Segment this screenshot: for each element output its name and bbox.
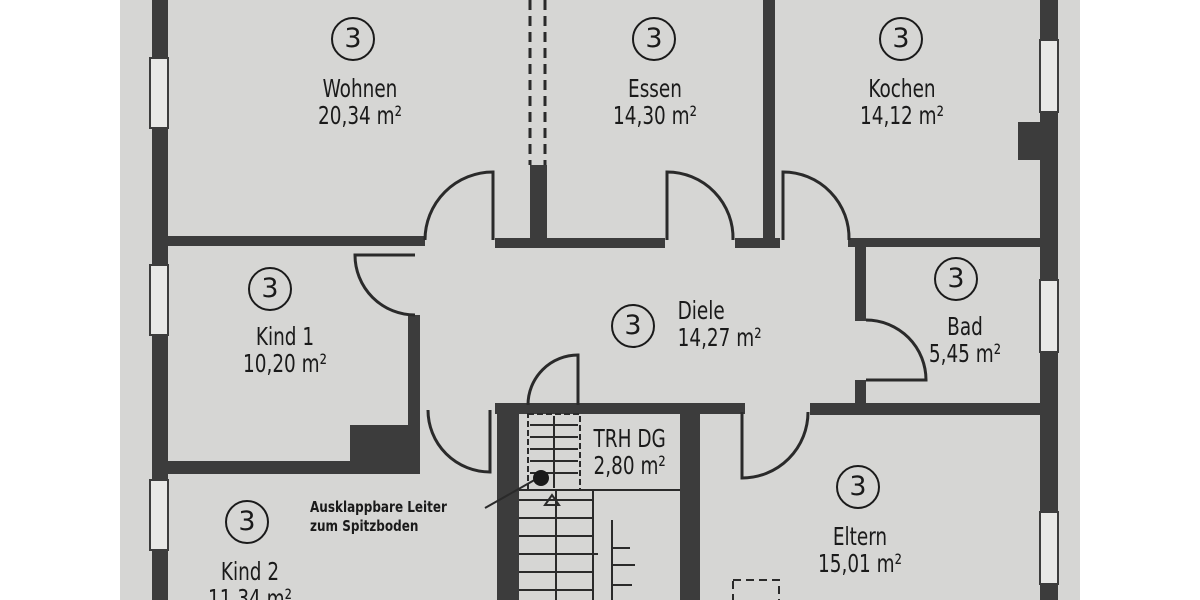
windows [149, 39, 1059, 585]
room-name: TRH DG [593, 424, 666, 453]
room-name: Diele [677, 296, 725, 325]
room-number-badge: 3 [611, 304, 655, 348]
annotation-line: zum Spitzboden [310, 517, 419, 535]
room-name: Bad [947, 312, 983, 341]
room-name: Kind 1 [255, 322, 315, 351]
room-name: Kochen [868, 74, 936, 103]
room-number-badge: 3 [879, 17, 923, 61]
room-name: Wohnen [322, 74, 398, 103]
wall-bad-a [855, 246, 866, 321]
room-area: 11,34 m² [208, 584, 292, 600]
shaft-block [350, 425, 420, 470]
room-name: Kind 2 [220, 557, 280, 586]
walls [152, 0, 1058, 600]
wall-stair-right [680, 405, 700, 600]
wall-bad-eltern [810, 403, 1040, 415]
wall-stair-top [495, 403, 745, 414]
room-area: 5,45 m² [928, 339, 1002, 368]
room-area: 15,01 m² [818, 549, 902, 578]
room-name: Essen [628, 74, 682, 103]
room-area: 20,34 m² [318, 101, 402, 130]
room-number-badge: 3 [225, 500, 269, 544]
room-area: 14,30 m² [613, 101, 697, 130]
wall-wohnen-kind1 [160, 236, 425, 246]
room-area: 10,20 m² [243, 349, 327, 378]
wall-bad-b [855, 380, 866, 410]
wall-kochen-diele-a [735, 238, 780, 248]
room-number-badge: 3 [331, 17, 375, 61]
wall-wohnen-essen [530, 165, 547, 240]
room-number-badge: 3 [934, 257, 978, 301]
wall-kochen-bad [848, 238, 1040, 247]
annotation-line: Ausklappbare Leiter [310, 498, 447, 516]
chimney [1018, 122, 1040, 160]
wall-essen-kochen [763, 0, 775, 240]
room-number-badge: 3 [836, 465, 880, 509]
ladder-marker [533, 470, 549, 486]
room-area: 14,12 m² [860, 101, 944, 130]
doors [353, 0, 928, 480]
room-number-badge: 3 [632, 17, 676, 61]
room-area: 2,80 m² [593, 451, 666, 480]
room-name: Eltern [832, 522, 888, 551]
wall-essen-diele [495, 238, 665, 248]
stairs [484, 413, 780, 600]
wall-stair-left [497, 405, 519, 600]
room-number-badge: 3 [248, 267, 292, 311]
room-area: 14,27 m² [677, 323, 762, 352]
